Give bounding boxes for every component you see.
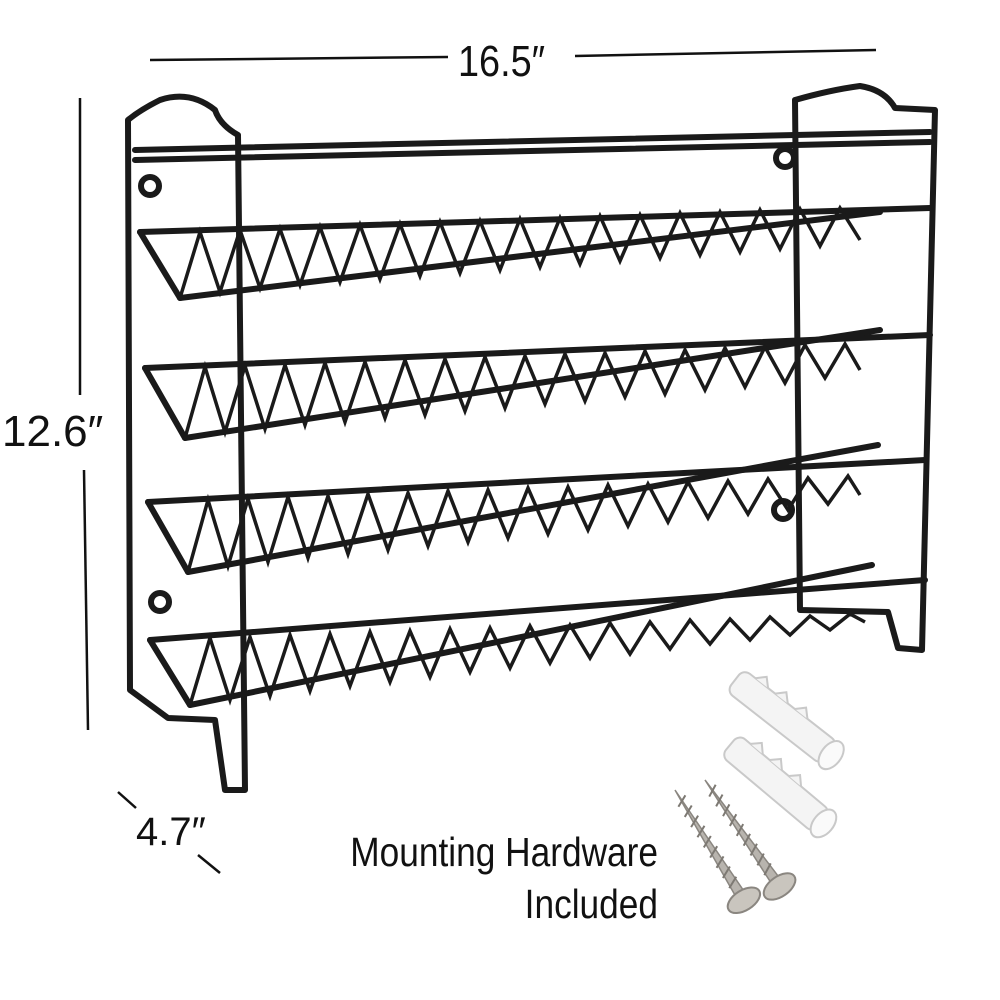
wall-anchor bbox=[723, 736, 838, 839]
shelf-wires bbox=[178, 204, 866, 706]
dimension-lines bbox=[78, 48, 877, 874]
hardware-caption-line2: Included bbox=[524, 881, 658, 927]
shelf-3 bbox=[145, 442, 928, 575]
depth-dimension-label: 4.7″ bbox=[136, 810, 206, 854]
height-dimension-label: 12.6″ bbox=[2, 407, 104, 456]
hardware-caption: Mounting Hardware Included bbox=[350, 826, 658, 930]
wall-anchor bbox=[728, 671, 845, 771]
width-dimension-label: 16.5″ bbox=[458, 37, 546, 86]
screw bbox=[674, 789, 762, 915]
hardware-caption-line1: Mounting Hardware bbox=[350, 829, 658, 875]
wire-rack bbox=[125, 83, 938, 793]
shelf-4 bbox=[147, 562, 928, 708]
screw bbox=[704, 779, 797, 901]
mounting-hardware bbox=[674, 671, 845, 915]
